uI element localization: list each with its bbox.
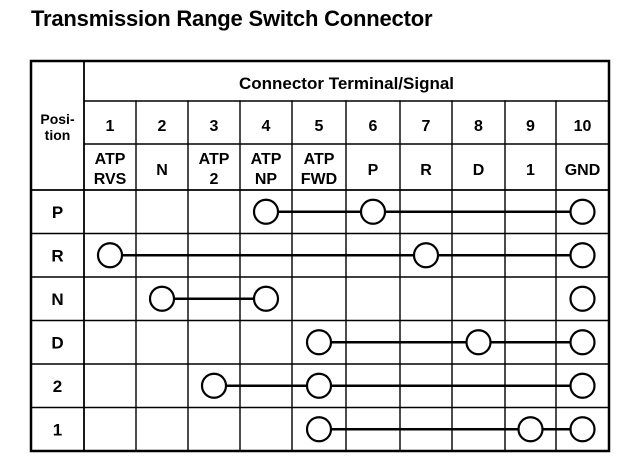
terminal-number-9: 9 [526,118,535,135]
table-border [29,59,611,453]
terminal-circle-R-7 [412,242,440,269]
terminal-circle-P-6 [359,198,387,225]
terminal-circle-1-10 [569,416,596,443]
terminal-circle-2-10 [569,372,596,399]
terminal-circle-P-4 [252,198,280,225]
terminal-number-4: 4 [262,118,271,135]
terminal-markers [96,198,596,443]
position-label-R: R [51,246,63,265]
terminal-signal-8: D [473,162,485,179]
terminal-signal-5-line1: ATP [304,151,335,168]
terminal-number-5: 5 [315,118,324,135]
terminal-signal-10: GND [565,162,601,179]
terminal-signal-9: 1 [526,162,535,179]
terminal-signal-2: N [156,162,168,179]
position-label-2: 2 [53,377,62,396]
terminal-circle-D-8 [465,329,492,356]
terminal-number-3: 3 [210,118,219,135]
terminal-number-7: 7 [422,118,431,135]
terminal-circle-R-1 [96,242,124,269]
terminal-signal-6: P [368,162,379,179]
terminal-circle-D-5 [305,329,333,356]
position-label-D: D [51,333,63,352]
terminal-circle-2-5 [305,372,333,399]
terminal-group-header: Connector Terminal/Signal [239,74,454,93]
terminal-circle-N-2 [148,285,176,312]
position-label-N: N [51,290,63,309]
terminal-number-1: 1 [106,118,115,135]
position-header-line2: tion [45,127,71,143]
position-header-line1: Posi- [40,111,75,127]
terminal-signal-3-line1: ATP [199,151,230,168]
terminal-number-10: 10 [574,118,592,135]
terminal-signal-1-line1: ATP [95,151,126,168]
terminal-circle-D-10 [569,329,596,356]
terminal-signal-7: R [420,162,432,179]
terminal-signal-1-line2: RVS [94,171,127,188]
terminal-signal-4-line1: ATP [251,151,282,168]
terminal-number-2: 2 [158,118,167,135]
table-grid [29,59,611,453]
terminal-circle-N-4 [252,285,280,312]
terminal-signal-5-line2: FWD [301,171,337,188]
terminal-signal-3-line2: 2 [210,171,219,188]
position-label-1: 1 [53,420,62,439]
page-title: Transmission Range Switch Connector [31,6,433,31]
position-label-P: P [52,203,63,222]
connection-lines [120,210,572,431]
terminal-circle-N-10 [569,285,596,312]
terminal-signal-4-line2: NP [255,171,278,188]
terminal-circle-2-3 [200,372,228,399]
terminal-circle-1-5 [305,416,333,443]
terminal-circle-R-10 [569,242,596,269]
terminal-number-6: 6 [369,118,378,135]
terminal-number-8: 8 [474,118,483,135]
terminal-circle-P-10 [569,198,596,225]
terminal-circle-1-9 [517,416,544,443]
